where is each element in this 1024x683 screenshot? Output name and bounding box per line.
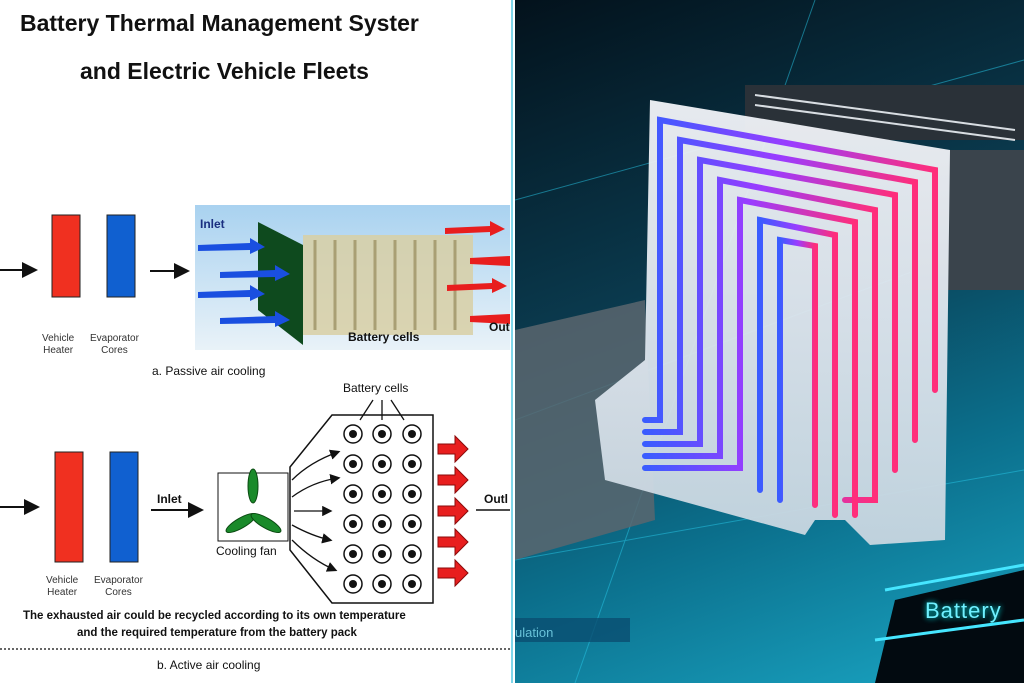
fan-icon — [225, 468, 282, 534]
inflow-arrows — [198, 238, 290, 327]
heater-label-1: Vehicle — [42, 333, 75, 344]
battery-badge: Battery — [925, 598, 1002, 623]
battery-cell-core — [378, 430, 386, 438]
battery-cell-core — [349, 460, 357, 468]
passive-battery-box — [195, 205, 510, 350]
battery-cell-core — [378, 520, 386, 528]
cold-plate-illustration — [515, 0, 1024, 683]
battery-cell-core — [378, 460, 386, 468]
battery-cell-core — [349, 430, 357, 438]
passive-outlet-label: Out — [489, 320, 510, 334]
title-line-2: and Electric Vehicle Fleets — [80, 58, 369, 84]
diagram-graphics — [0, 0, 513, 683]
outflow-arrows — [445, 221, 510, 324]
active-cells-label: Battery cells — [343, 381, 409, 395]
active-outlet-label: Outl — [484, 492, 508, 506]
battery-cell-core — [349, 580, 357, 588]
active-note-line-2: and the required temperature from the ba… — [77, 627, 357, 639]
heater-label-2: Heater — [43, 345, 74, 356]
evaporator-block-b — [109, 451, 139, 563]
cooling-diagram-panel: Battery Thermal Management Syster and El… — [0, 0, 515, 683]
battery-cell-core — [349, 520, 357, 528]
passive-caption: a. Passive air cooling — [152, 364, 266, 378]
battery-cell-core — [378, 550, 386, 558]
title-line-1: Battery Thermal Management Syster — [20, 10, 419, 36]
cooling-fan-label: Cooling fan — [216, 544, 277, 558]
vehicle-heater-block-b — [54, 451, 84, 563]
active-note-line-1: The exhausted air could be recycled acco… — [23, 610, 406, 622]
battery-cell-core — [349, 550, 357, 558]
evaporator-label-b-2: Cores — [105, 587, 132, 598]
battery-cell-core — [408, 490, 416, 498]
battery-cell-core — [378, 490, 386, 498]
battery-cell-core — [408, 520, 416, 528]
cooling-plate-render: ulation Battery — [515, 0, 1024, 683]
battery-cell-core — [349, 490, 357, 498]
battery-cell-core — [408, 460, 416, 468]
passive-cells-label: Battery cells — [348, 330, 420, 344]
evaporator-label-1: Evaporator — [90, 333, 139, 344]
active-caption: b. Active air cooling — [157, 658, 261, 672]
battery-cell-core — [408, 580, 416, 588]
battery-cell-grid — [343, 424, 422, 594]
simulation-label: ulation — [515, 625, 554, 640]
active-outflow-arrows — [437, 434, 469, 588]
evaporator-label-2: Cores — [101, 345, 128, 356]
heater-label-b-1: Vehicle — [46, 575, 79, 586]
battery-pack-outline — [289, 414, 434, 604]
battery-cell-core — [378, 580, 386, 588]
heater-label-b-2: Heater — [47, 587, 78, 598]
passive-inlet-label: Inlet — [200, 217, 225, 231]
vehicle-heater-block — [51, 214, 81, 298]
evaporator-label-b-1: Evaporator — [94, 575, 143, 586]
battery-cell-core — [408, 550, 416, 558]
battery-cell-core — [408, 430, 416, 438]
evaporator-block — [106, 214, 136, 298]
active-inlet-label: Inlet — [157, 492, 182, 506]
